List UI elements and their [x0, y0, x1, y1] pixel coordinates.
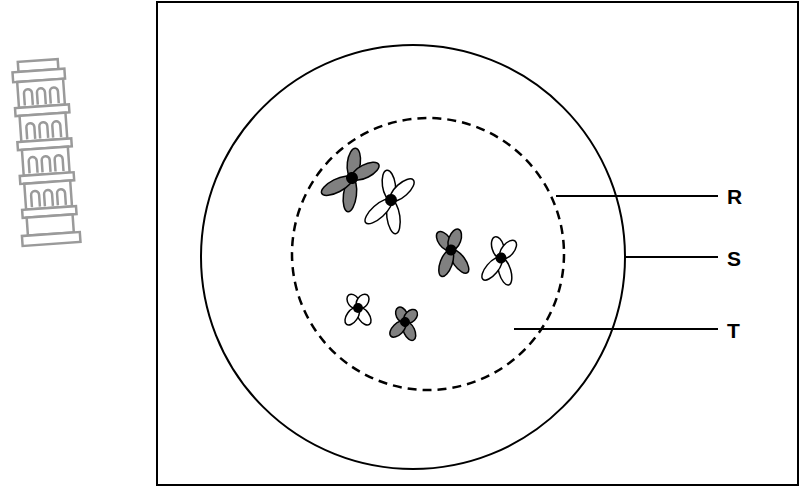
chromosome — [359, 165, 421, 239]
frame — [157, 2, 798, 485]
part-label: T — [727, 320, 740, 341]
part-label: R — [727, 186, 742, 207]
cell-membrane — [201, 45, 625, 469]
leader-line — [625, 256, 718, 258]
chromosome — [386, 303, 424, 344]
tower-icon — [10, 58, 81, 246]
part-label: S — [727, 248, 741, 269]
nuclear-membrane — [292, 118, 564, 390]
chromosome — [477, 232, 523, 288]
leader-line — [556, 195, 718, 197]
chromosome — [430, 225, 473, 279]
chromosome — [342, 292, 374, 328]
leader-line — [514, 328, 718, 330]
